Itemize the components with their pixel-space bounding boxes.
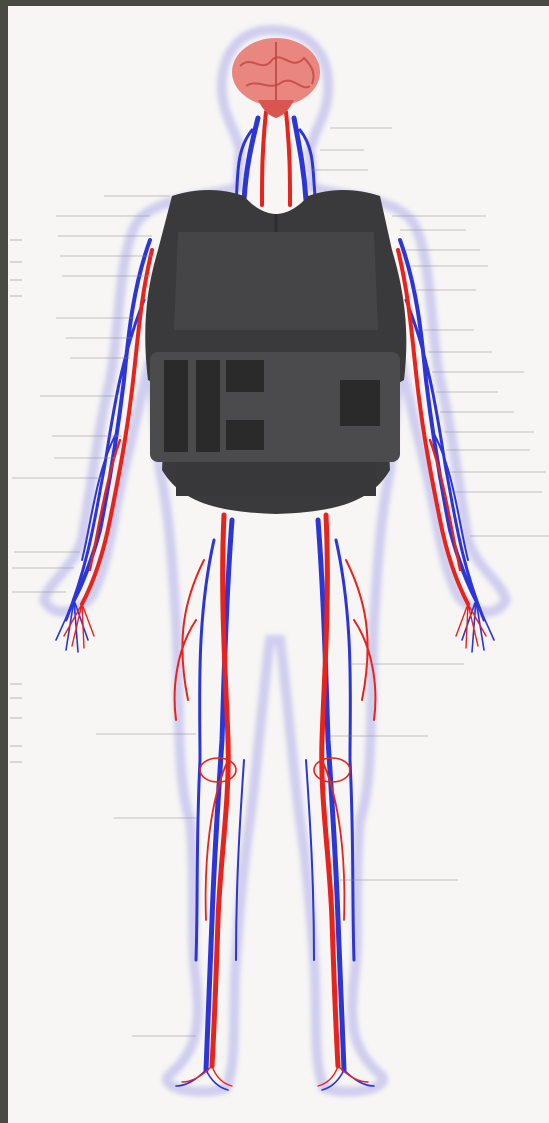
brain xyxy=(232,38,320,118)
ballistic-vest xyxy=(145,190,406,514)
body-outline xyxy=(44,30,506,1092)
